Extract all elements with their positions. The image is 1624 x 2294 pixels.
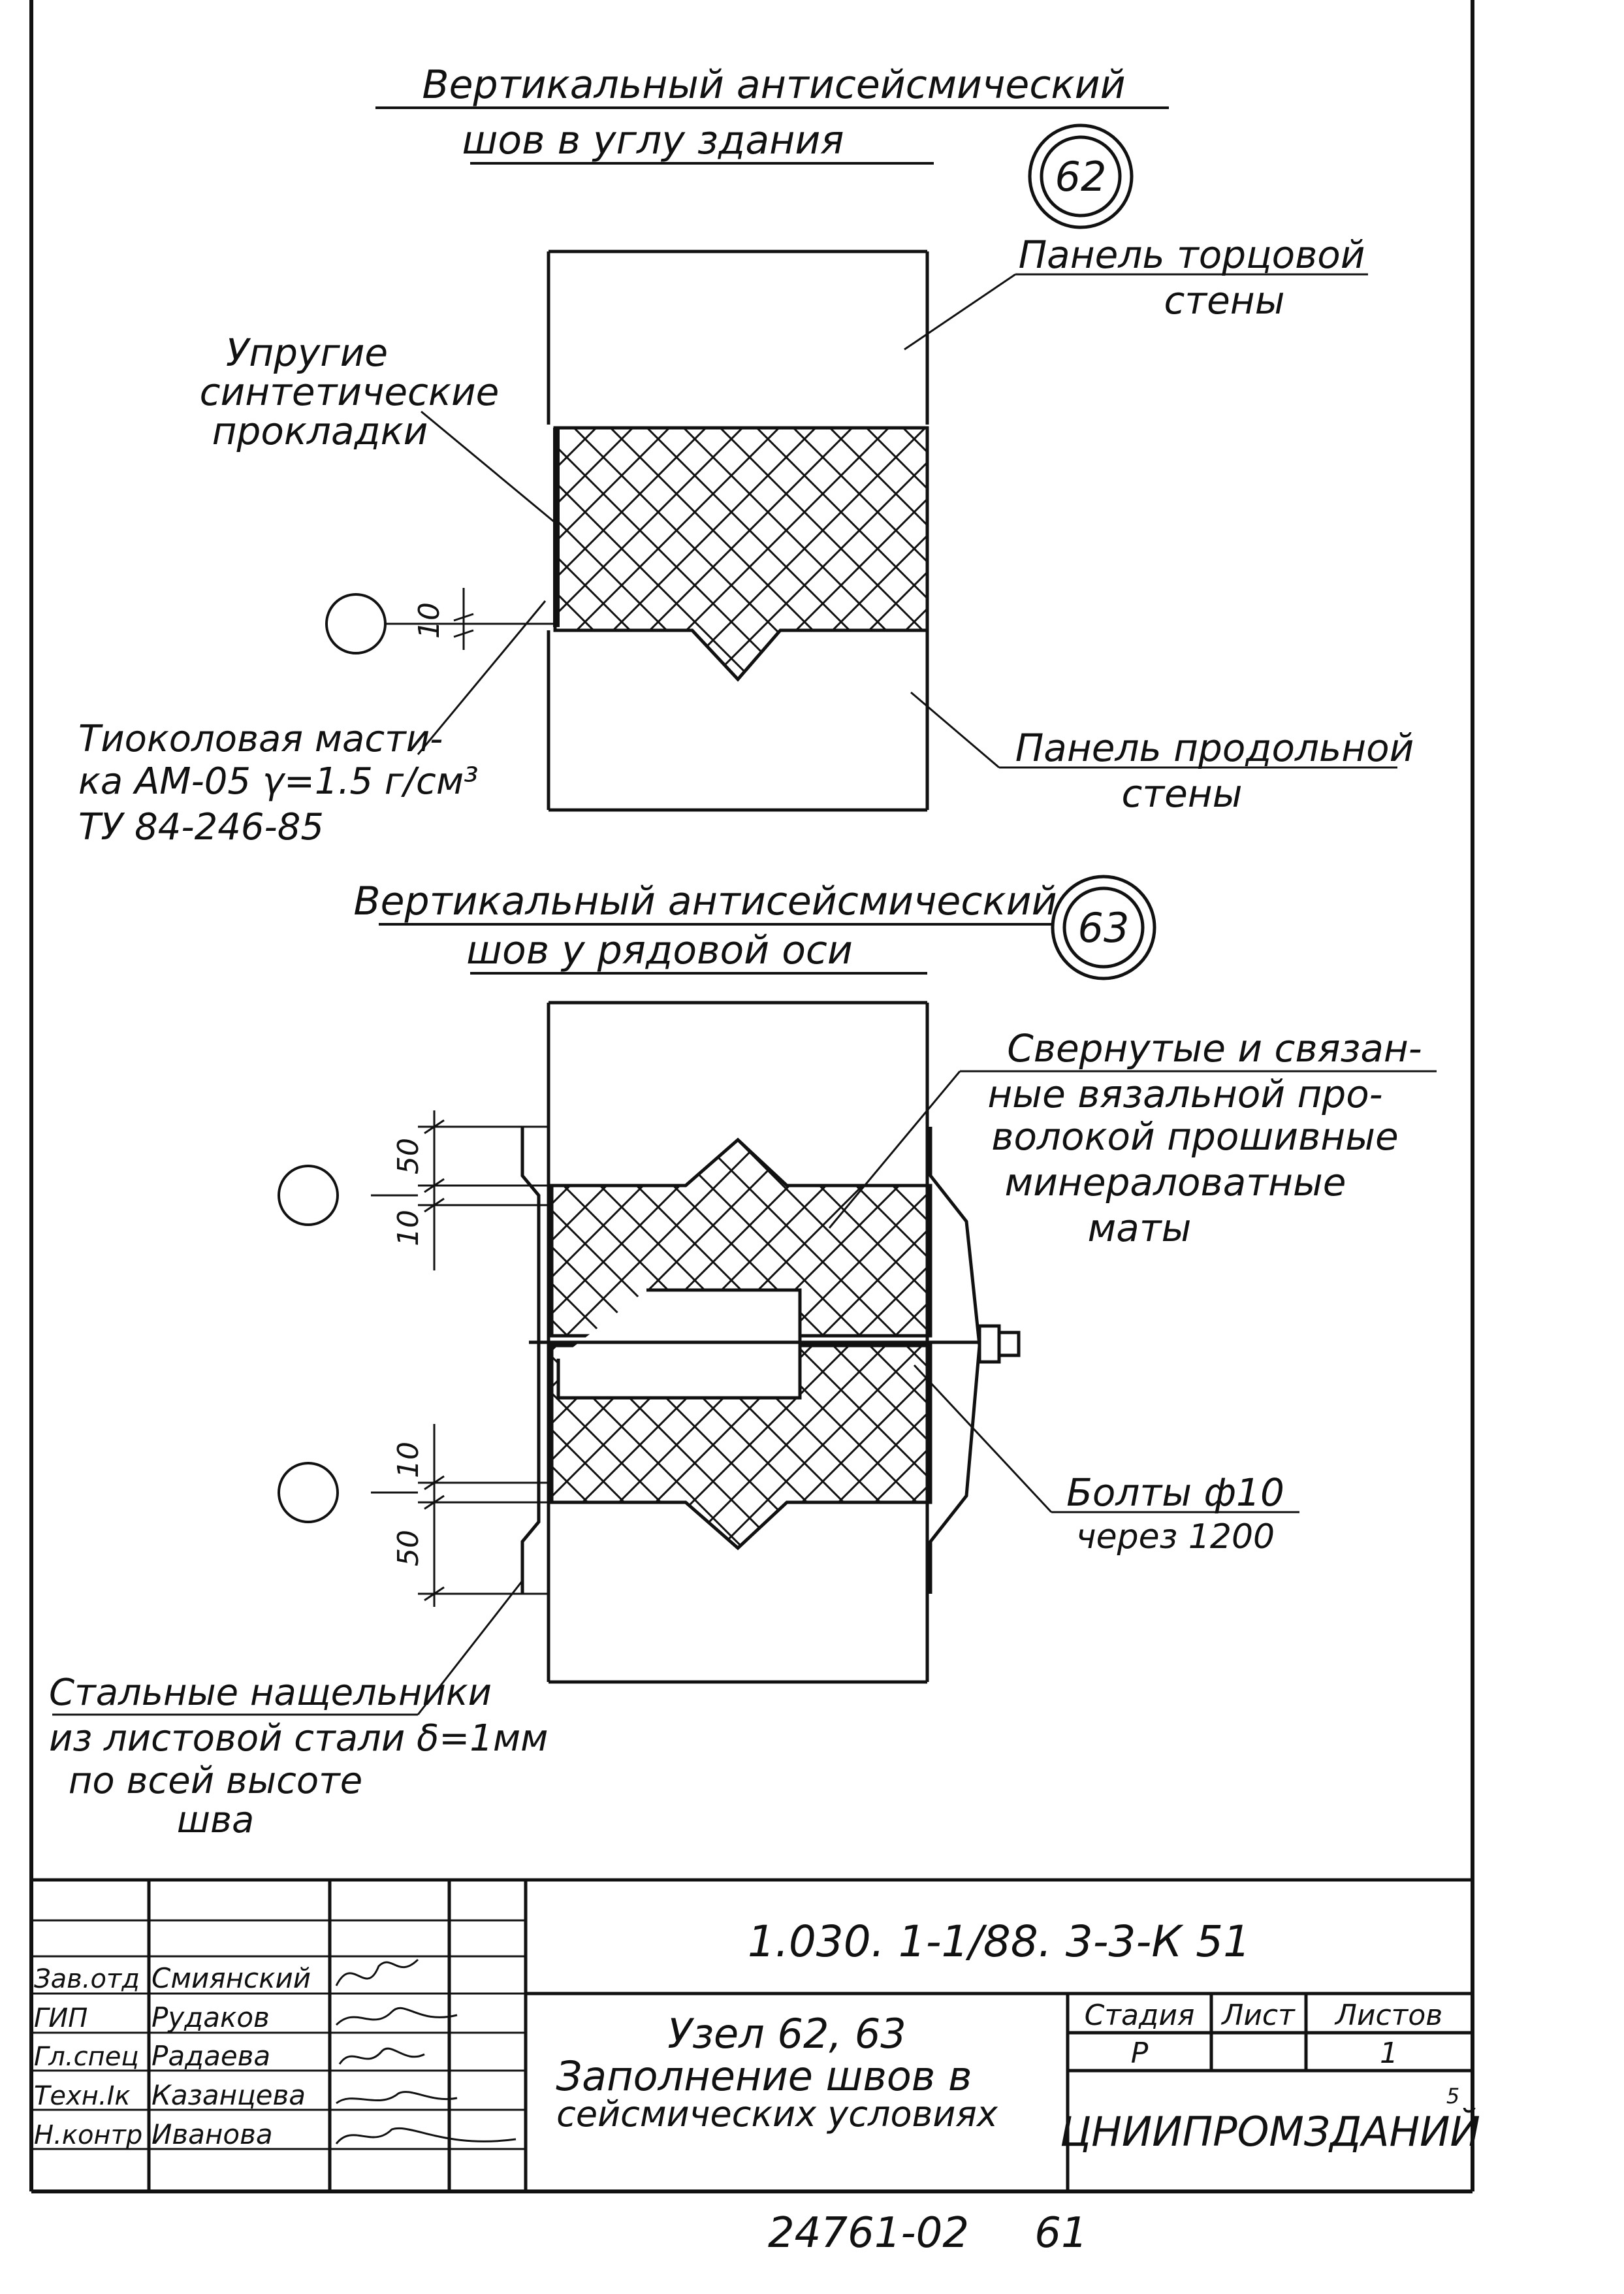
detail63-bolt [529, 1324, 1021, 1364]
col-sheets: Листов [1334, 1999, 1442, 2032]
detail63-dimension-lines [371, 1110, 552, 1607]
detail62-label-mastic-2: ка АМ-05 γ=1.5 г/см³ [78, 760, 479, 803]
name-2: Радаева [151, 2040, 270, 2072]
detail62-label-end-panel-2: стены [1164, 278, 1284, 323]
drawing-title-2: Заполнение швов в [556, 2052, 972, 2100]
role-0: Зав.отд [34, 1964, 140, 1994]
detail62-marker-label: 62 [1055, 153, 1107, 201]
detail62-wall-panels [547, 250, 929, 812]
detail62-label-mastic-3: ТУ 84-246-85 [78, 806, 324, 848]
detail62-label-pads-1: Упругие [226, 331, 388, 375]
detail63-label-bolts-1: Болты ф10 [1066, 1470, 1284, 1515]
detail-62: Вертикальный антисейсмический шов в углу… [78, 62, 1414, 848]
detail63-label-plates-2: из листовой стали δ=1мм [49, 1717, 548, 1760]
detail62-joint-filling [553, 426, 929, 682]
detail62-label-end-panel-1: Панель торцовой [1019, 233, 1365, 277]
name-0: Смиянский [151, 1962, 311, 1994]
role-1: ГИП [34, 2003, 88, 2033]
detail62-label-mastic-1: Тиоколовая масти- [78, 718, 443, 760]
sheet-frame [29, 0, 1474, 2193]
detail63-dim-top-50: 50 [392, 1138, 425, 1174]
detail-63: Вертикальный антисейсмический шов у рядо… [49, 875, 1437, 1841]
detail63-label-plates-4: шва [177, 1799, 255, 1841]
detail62-dim-10: 10 [413, 602, 446, 639]
drawing-title-3: сейсмических условиях [556, 2093, 998, 2135]
detail63-label-mats-5: маты [1088, 1206, 1192, 1250]
detail62-axis-bubble [325, 593, 387, 654]
detail63-title-line1: Вертикальный антисейсмический [353, 879, 1057, 924]
detail63-label-mats-1: Свернутые и связан- [1007, 1026, 1422, 1071]
name-4: Иванова [151, 2118, 273, 2150]
col-stage: Стадия [1085, 1999, 1195, 2032]
detail62-title-line2: шов в углу здания [462, 118, 844, 163]
detail63-label-mats-4: минераловатные [1005, 1160, 1346, 1204]
val-stage: Р [1131, 2037, 1149, 2070]
role-4: Н.контр [34, 2120, 142, 2150]
detail63-label-mats-2: ные вязальной про- [987, 1072, 1382, 1116]
name-3: Казанцева [151, 2079, 306, 2111]
detail63-dim-bot-10: 10 [392, 1442, 425, 1478]
detail63-marker-label: 63 [1078, 904, 1130, 952]
detail63-label-plates-1: Стальные нащельники [49, 1672, 492, 1714]
detail63-label-bolts-2: через 1200 [1076, 1517, 1275, 1557]
detail63-axis-bubble-bottom [278, 1462, 339, 1523]
doc-code: 1.030. 1-1/88. 3-3-К 51 [748, 1916, 1250, 1967]
signatures [335, 1958, 517, 2144]
col-sheet: Лист [1220, 1999, 1296, 2032]
detail62-label-long-panel-1: Панель продольной [1015, 726, 1414, 770]
detail62-label-pads-3: прокладки [212, 409, 428, 453]
detail63-marker: 63 [1051, 875, 1156, 980]
detail63-title-line2: шов у рядовой оси [466, 928, 853, 973]
archive-number: 24761-02 [768, 2209, 969, 2257]
title-block: 1.030. 1-1/88. 3-3-К 51 Зав.отд ГИП Гл.с… [31, 1878, 1480, 2191]
detail62-label-long-panel-2: стены [1121, 771, 1242, 816]
drawing-title-1: Узел 62, 63 [667, 2010, 906, 2058]
role-3: Техн.Iк [34, 2081, 131, 2111]
corner-mark: 5 [1446, 2084, 1459, 2108]
detail62-marker: 62 [1028, 123, 1134, 229]
detail63-dim-bot-50: 50 [392, 1530, 425, 1566]
detail63-leaders [52, 1070, 1437, 1716]
detail63-label-plates-3: по всей высоте [69, 1760, 362, 1802]
val-sheets: 1 [1380, 2037, 1398, 2070]
detail63-axis-bubble-top [278, 1165, 339, 1226]
name-1: Рудаков [151, 2001, 270, 2033]
detail62-leaders [384, 273, 1397, 769]
detail63-dim-top-10: 10 [392, 1210, 425, 1246]
organization: ЦНИИПРОМЗДАНИЙ [1060, 2107, 1480, 2156]
detail62-title-line1: Вертикальный антисейсмический [422, 62, 1125, 108]
role-2: Гл.спец [34, 2042, 139, 2072]
page-number: 61 [1034, 2209, 1087, 2257]
detail62-label-pads-2: синтетические [200, 370, 500, 414]
detail63-label-mats-3: волокой прошивные [991, 1114, 1398, 1159]
